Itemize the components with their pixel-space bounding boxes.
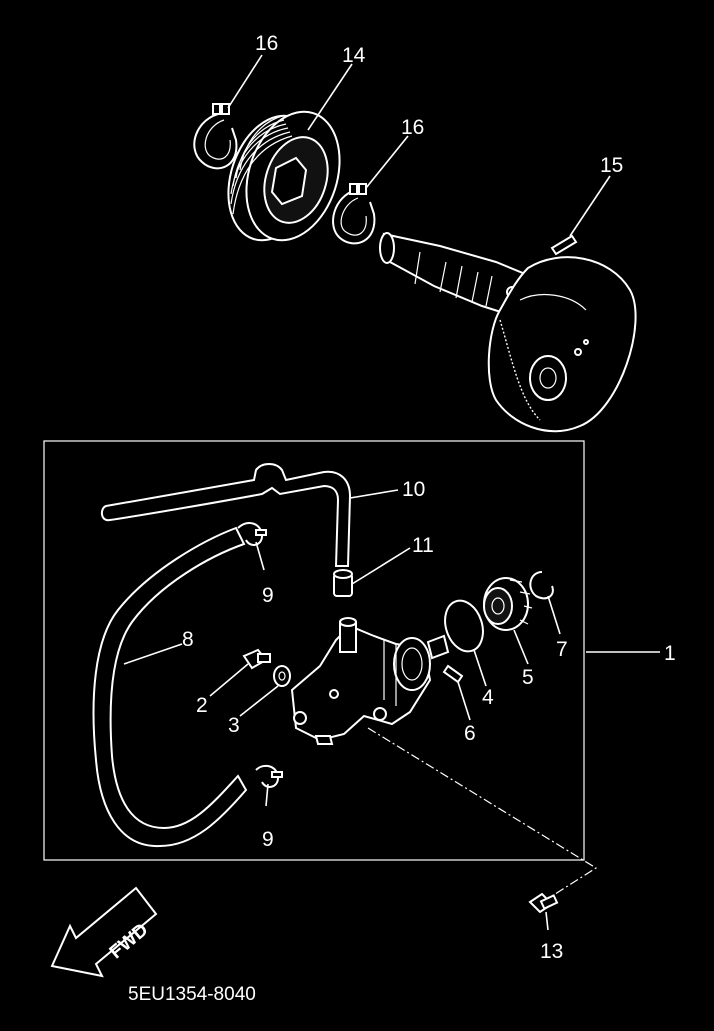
circlip-7: [529, 571, 554, 600]
hose-10: [100, 463, 352, 567]
crankcase-cover-section: [487, 256, 637, 433]
label-15: 15: [600, 154, 623, 177]
hose-8: [92, 526, 248, 848]
o-ring-4: [444, 599, 484, 653]
bolt-2: [242, 648, 271, 670]
diagram-code: 5EU1354-8040: [128, 984, 256, 1005]
circlip-16-right: [332, 183, 376, 245]
label-9-top: 9: [262, 584, 274, 607]
label-6: 6: [464, 722, 476, 745]
bolt-13: [528, 892, 559, 914]
assembly-1-frame: [43, 440, 585, 861]
pin-15: [550, 234, 578, 256]
label-16-right: 16: [401, 116, 424, 139]
label-7: 7: [556, 638, 568, 661]
oil-pump-body: [290, 617, 450, 745]
label-16-top: 16: [255, 32, 278, 55]
label-14: 14: [342, 44, 366, 67]
label-5: 5: [522, 666, 534, 689]
leader-lines: [123, 54, 660, 931]
label-8: 8: [182, 628, 194, 651]
label-3: 3: [228, 714, 240, 737]
pump-gear-5: [483, 577, 533, 631]
drive-gear-14: [227, 110, 341, 242]
label-13: 13: [540, 940, 563, 963]
fwd-arrow-icon: FWD: [50, 886, 158, 978]
hose-clip-9-bottom: [255, 764, 283, 788]
label-10: 10: [402, 478, 425, 501]
label-11: 11: [412, 534, 434, 557]
label-2: 2: [196, 694, 208, 717]
dowel-pin-6: [442, 664, 464, 684]
label-1: 1: [664, 642, 676, 665]
hose-fitting-11: [333, 569, 353, 597]
circlip-16-left: [193, 103, 238, 170]
label-9-bottom: 9: [262, 828, 274, 851]
label-4: 4: [482, 686, 494, 709]
washer-3: [273, 665, 291, 687]
hose-clip-9-top: [237, 521, 267, 546]
mounting-centerline: [367, 727, 598, 897]
